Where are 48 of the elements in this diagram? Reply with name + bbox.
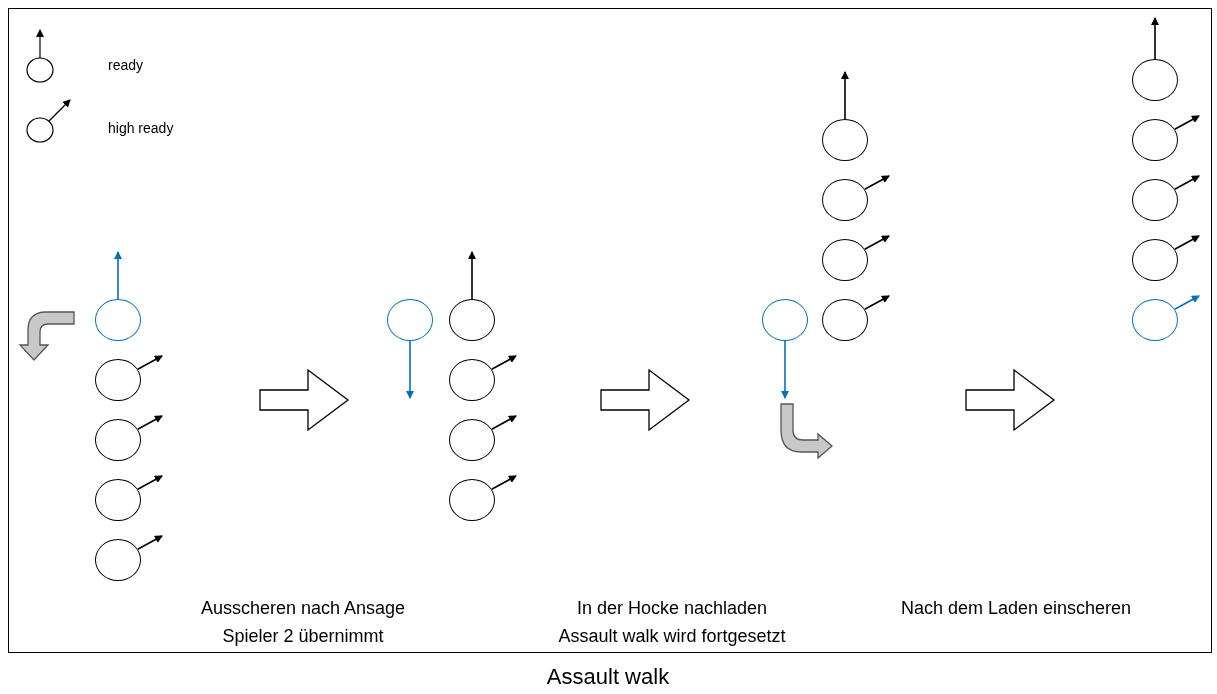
player-circle xyxy=(95,299,141,341)
aim-arrow xyxy=(468,251,476,300)
aim-arrow xyxy=(1151,17,1159,60)
player-circle xyxy=(95,539,141,581)
aim-arrow xyxy=(136,415,163,431)
player-circle xyxy=(449,479,495,521)
aim-arrow xyxy=(136,355,163,371)
aim-arrow xyxy=(406,340,414,399)
aim-arrow xyxy=(136,535,163,551)
player-circle xyxy=(1132,59,1178,101)
step-description: Ausscheren nach Ansage xyxy=(200,598,406,619)
player-circle xyxy=(449,419,495,461)
player-circle xyxy=(822,299,868,341)
player-circle xyxy=(95,359,141,401)
aim-arrow xyxy=(490,415,517,431)
step-description: Nach dem Laden einscheren xyxy=(900,598,1132,619)
player-circle xyxy=(449,359,495,401)
player-circle xyxy=(95,479,141,521)
legend-text: high ready xyxy=(108,120,174,136)
step-description: Spieler 2 übernimmt xyxy=(222,626,384,647)
player-circle xyxy=(762,299,808,341)
step-description: Assault walk wird fortgesetzt xyxy=(558,626,786,647)
player-circle xyxy=(1132,179,1178,221)
aim-arrow xyxy=(863,175,890,191)
aim-arrow xyxy=(490,355,517,371)
aim-arrow xyxy=(490,475,517,491)
aim-arrow xyxy=(863,295,890,311)
aim-arrow xyxy=(1173,115,1200,131)
player-circle xyxy=(822,179,868,221)
aim-arrow xyxy=(781,340,789,399)
player-circle xyxy=(387,299,433,341)
legend-text: ready xyxy=(108,57,144,73)
aim-arrow xyxy=(1173,175,1200,191)
player-circle xyxy=(1132,299,1178,341)
caption: Assault walk xyxy=(546,664,670,690)
aim-arrow xyxy=(136,475,163,491)
player-circle xyxy=(822,239,868,281)
aim-arrow xyxy=(114,251,122,300)
player-circle xyxy=(95,419,141,461)
player-circle xyxy=(1132,119,1178,161)
player-circle xyxy=(822,119,868,161)
player-circle xyxy=(1132,239,1178,281)
aim-arrow xyxy=(1173,295,1200,311)
aim-arrow xyxy=(1173,235,1200,251)
player-circle xyxy=(449,299,495,341)
step-description: In der Hocke nachladen xyxy=(576,598,768,619)
aim-arrow xyxy=(863,235,890,251)
aim-arrow xyxy=(841,71,849,120)
